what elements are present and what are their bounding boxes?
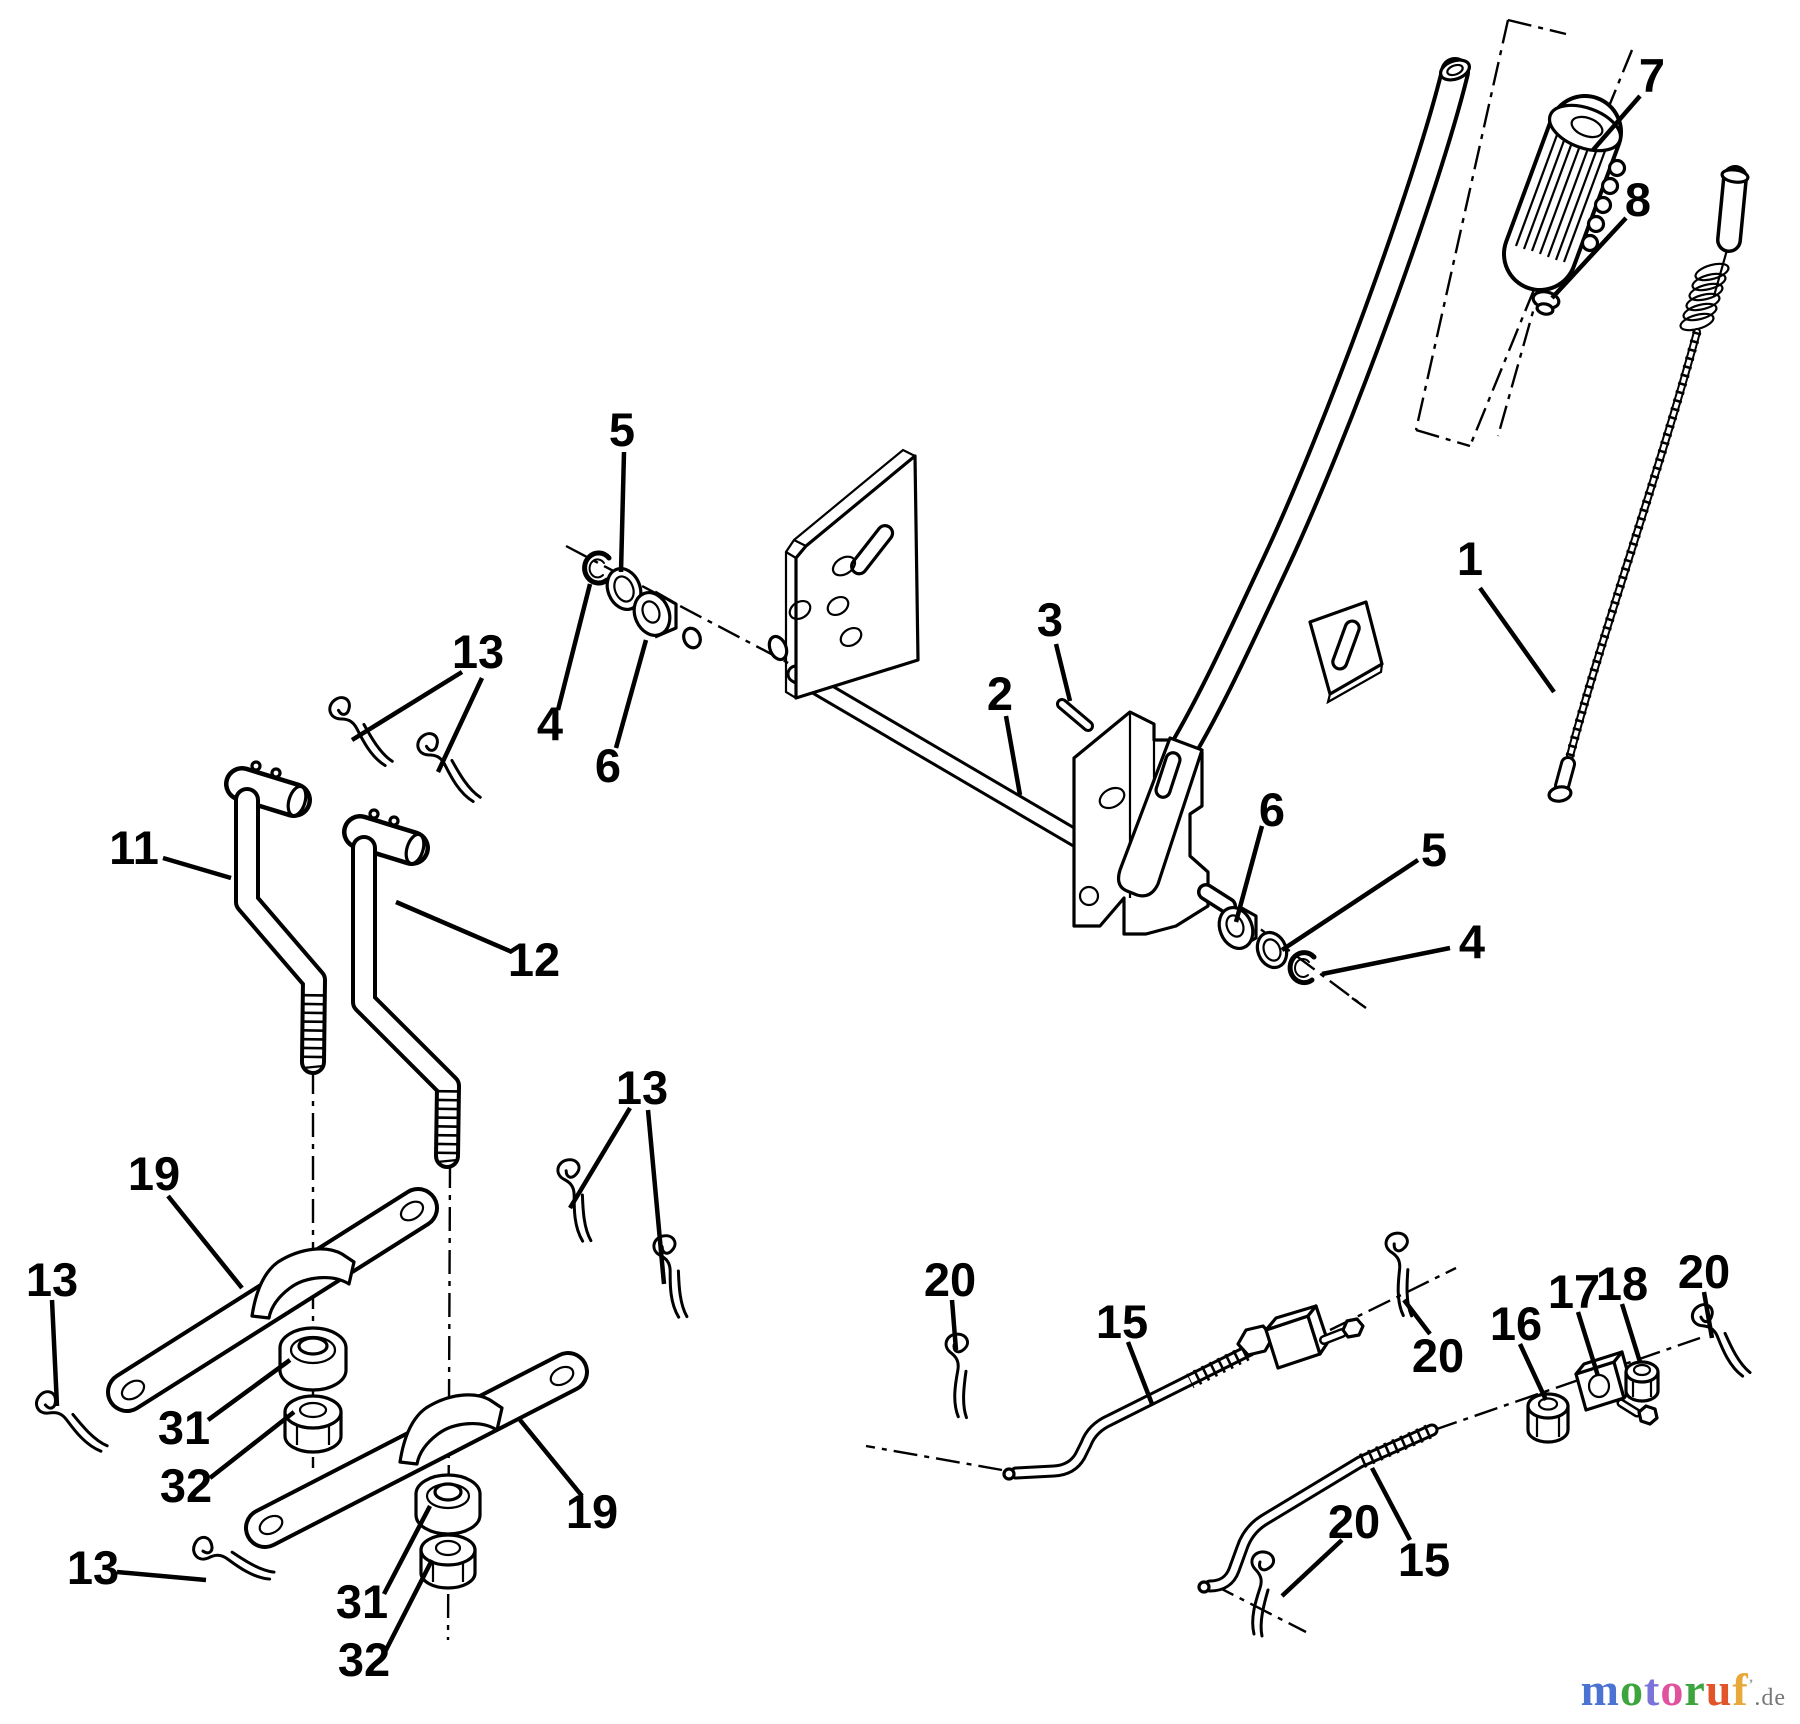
callout-13-top-label: 13 bbox=[452, 625, 504, 678]
shaft-mounting-plate bbox=[767, 448, 920, 700]
callout-11-label: 11 bbox=[109, 821, 159, 874]
watermark-letter: o bbox=[1660, 1664, 1685, 1715]
callout-13-bottom-label: 13 bbox=[67, 1541, 119, 1594]
retainer-clip-20-d bbox=[1250, 1550, 1276, 1638]
callout-16-label: 16 bbox=[1490, 1297, 1542, 1350]
watermark-tm-mark: ’ bbox=[1748, 1677, 1755, 1693]
callout-17-label: 17 bbox=[1548, 1265, 1600, 1318]
grommet-lower bbox=[414, 1473, 482, 1536]
jam-nut bbox=[1526, 1392, 1570, 1444]
lift-link-lower bbox=[244, 1351, 589, 1549]
retaining-ring-right bbox=[1287, 950, 1367, 1009]
callout-15-lower-label: 15 bbox=[1398, 1533, 1450, 1586]
callout-8-label: 8 bbox=[1625, 173, 1651, 226]
callout-32-upper-label: 32 bbox=[160, 1459, 212, 1512]
cable-spring bbox=[1679, 262, 1730, 332]
callout-6-left-label: 6 bbox=[595, 739, 621, 792]
lift-cable bbox=[1547, 165, 1750, 803]
callout-13-mid-label: 13 bbox=[616, 1061, 668, 1114]
shaft-collar bbox=[767, 634, 789, 662]
callout-12-label: 12 bbox=[508, 933, 560, 986]
watermark-letter: t bbox=[1644, 1664, 1661, 1715]
watermark-letter: m bbox=[1580, 1664, 1620, 1715]
callout-3-label: 3 bbox=[1037, 593, 1063, 646]
watermark-letter: o bbox=[1620, 1664, 1644, 1715]
callout-4-right-label: 4 bbox=[1459, 915, 1485, 968]
callout-31-lower-label: 31 bbox=[336, 1575, 388, 1628]
callout-32-lower-label: 32 bbox=[338, 1633, 390, 1686]
retaining-ring-left bbox=[582, 550, 612, 586]
watermark-motoruf: motoruf’.de bbox=[1581, 1663, 1786, 1716]
callout-31-upper-label: 31 bbox=[158, 1401, 210, 1454]
watermark-suffix: .de bbox=[1754, 1685, 1786, 1711]
callout-19-upper-label: 19 bbox=[128, 1147, 180, 1200]
hex-nut bbox=[1624, 1360, 1660, 1403]
callout-7-label: 7 bbox=[1639, 49, 1665, 102]
bushing-right bbox=[1217, 904, 1258, 950]
callout-20-b-label: 20 bbox=[1412, 1329, 1464, 1382]
washer-left bbox=[605, 567, 643, 611]
watermark-letter: u bbox=[1705, 1664, 1733, 1715]
callout-13-far-left-label: 13 bbox=[26, 1253, 78, 1306]
callout-5-left-label: 5 bbox=[609, 403, 635, 456]
callout-20-c-label: 20 bbox=[1678, 1245, 1730, 1298]
grommet-upper bbox=[278, 1326, 348, 1392]
leader-lines bbox=[49, 94, 1715, 1652]
callout-4-left-label: 4 bbox=[537, 697, 563, 750]
keps-nut-upper bbox=[283, 1394, 343, 1454]
callout-19-lower-label: 19 bbox=[566, 1485, 618, 1538]
callout-20-d-label: 20 bbox=[1328, 1495, 1380, 1548]
washer-right bbox=[1255, 930, 1289, 970]
callout-2-label: 2 bbox=[987, 667, 1013, 720]
retainer-clip-20-b bbox=[1382, 1229, 1425, 1320]
retainer-clip-20-c bbox=[1686, 1299, 1761, 1381]
callout-5-right-label: 5 bbox=[1421, 823, 1447, 876]
lever-sector-plate bbox=[1308, 600, 1384, 705]
plate-slot bbox=[850, 524, 895, 576]
retainer-clip-20-a bbox=[943, 1331, 980, 1421]
roll-pin bbox=[1056, 698, 1094, 732]
trunnion bbox=[1574, 1350, 1659, 1426]
lift-lever bbox=[1116, 57, 1472, 898]
lift-arm-right bbox=[342, 808, 461, 1169]
bushing-left bbox=[632, 590, 702, 650]
callout-6-right-label: 6 bbox=[1259, 783, 1285, 836]
callout-20-a-label: 20 bbox=[924, 1253, 976, 1306]
spacer-ring bbox=[682, 626, 702, 650]
lift-rod-lower bbox=[1197, 1423, 1439, 1594]
watermark-letter: f bbox=[1732, 1664, 1749, 1715]
lift-link-upper bbox=[106, 1187, 439, 1413]
callout-15-upper-label: 15 bbox=[1096, 1295, 1148, 1348]
callout-1-label: 1 bbox=[1457, 532, 1483, 585]
lift-arm-left bbox=[224, 760, 327, 1075]
grip-knurl bbox=[1514, 123, 1611, 263]
watermark-letter: r bbox=[1684, 1664, 1706, 1715]
hairpin-clip-13-far-left bbox=[31, 1386, 116, 1456]
lift-rod-upper bbox=[1002, 1304, 1365, 1481]
callout-18-label: 18 bbox=[1596, 1257, 1648, 1310]
